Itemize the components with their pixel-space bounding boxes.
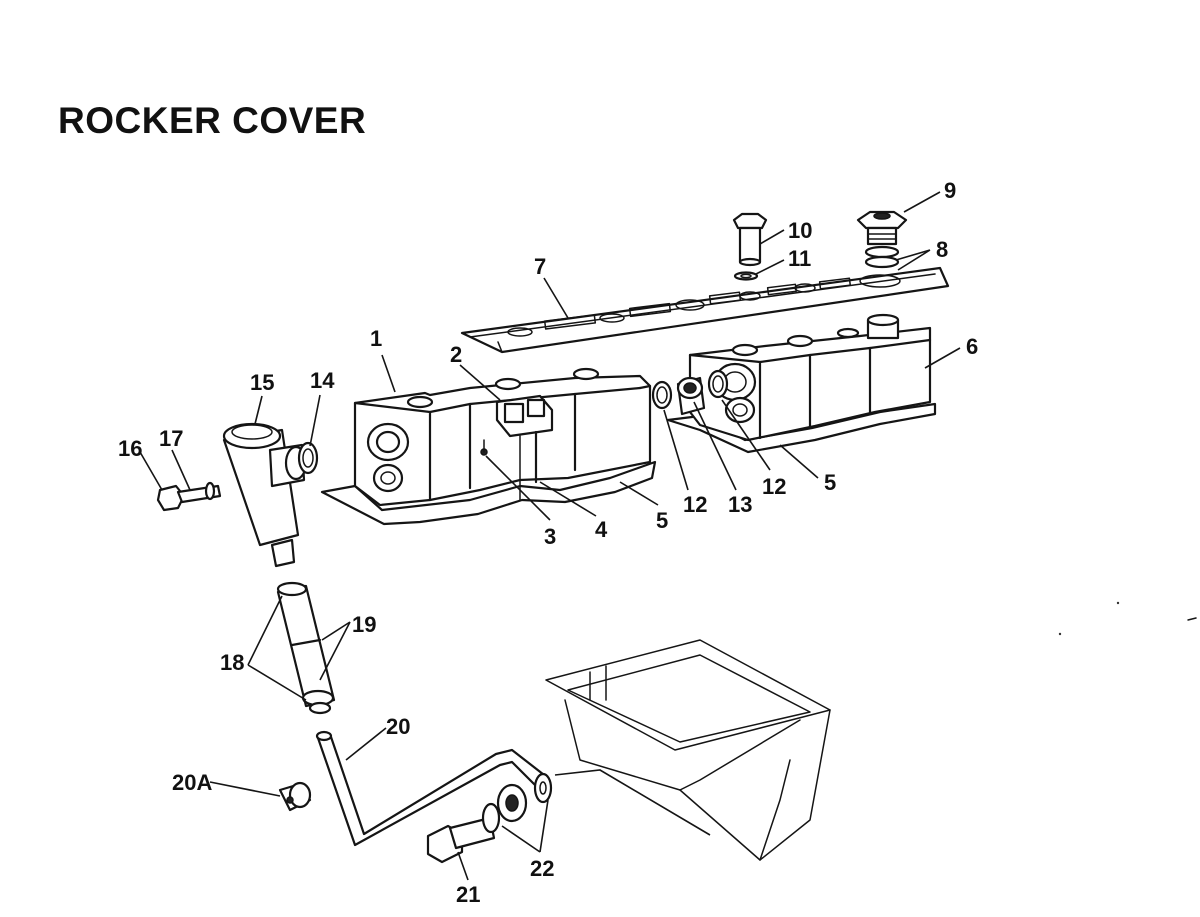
callout-7: 7 xyxy=(534,254,546,279)
callout-9: 9 xyxy=(944,178,956,203)
callout-8: 8 xyxy=(936,237,948,262)
leader-lines xyxy=(139,191,961,881)
callout-labels: 1 2 3 4 5 5 6 7 8 9 10 11 12 12 13 14 15… xyxy=(118,178,978,907)
hose-and-clamps-parts-18-19 xyxy=(276,581,336,715)
callout-22: 22 xyxy=(530,856,554,881)
pipe-clip-part-20A xyxy=(278,781,312,812)
callout-14: 14 xyxy=(310,368,335,393)
diagram-title: ROCKER COVER xyxy=(58,100,367,141)
callout-5-right: 5 xyxy=(824,470,836,495)
callout-1: 1 xyxy=(370,326,382,351)
callout-12-right: 12 xyxy=(762,474,786,499)
seal-and-plug-parts-12-13 xyxy=(651,369,729,416)
callout-21: 21 xyxy=(456,882,480,907)
callout-3: 3 xyxy=(544,524,556,549)
callout-4: 4 xyxy=(595,517,608,542)
callout-13: 13 xyxy=(728,492,752,517)
breather-valve-parts-10-11 xyxy=(732,212,768,281)
filler-cap-parts-8-9 xyxy=(856,210,908,269)
left-rocker-cover-part-1 xyxy=(320,367,657,526)
callout-11: 11 xyxy=(788,246,811,271)
breather-body-parts-14-17 xyxy=(156,422,319,568)
callout-19: 19 xyxy=(352,612,376,637)
callout-12-left: 12 xyxy=(683,492,707,517)
top-plate-part-7 xyxy=(460,266,950,354)
callout-18: 18 xyxy=(220,650,244,675)
callout-16: 16 xyxy=(118,436,142,461)
banjo-bolt-parts-21-22 xyxy=(426,772,553,864)
scan-specks xyxy=(1058,601,1197,636)
callout-17: 17 xyxy=(159,426,183,451)
callout-6: 6 xyxy=(966,334,978,359)
callout-10: 10 xyxy=(788,218,812,243)
callout-2: 2 xyxy=(450,342,462,367)
callout-20: 20 xyxy=(386,714,410,739)
callout-5-left: 5 xyxy=(656,508,668,533)
callout-20A: 20A xyxy=(172,770,212,795)
oil-pan-reference xyxy=(545,639,831,861)
callout-15: 15 xyxy=(250,370,274,395)
drain-pipe-part-20 xyxy=(315,730,550,847)
right-rocker-cover-part-6 xyxy=(666,313,937,454)
